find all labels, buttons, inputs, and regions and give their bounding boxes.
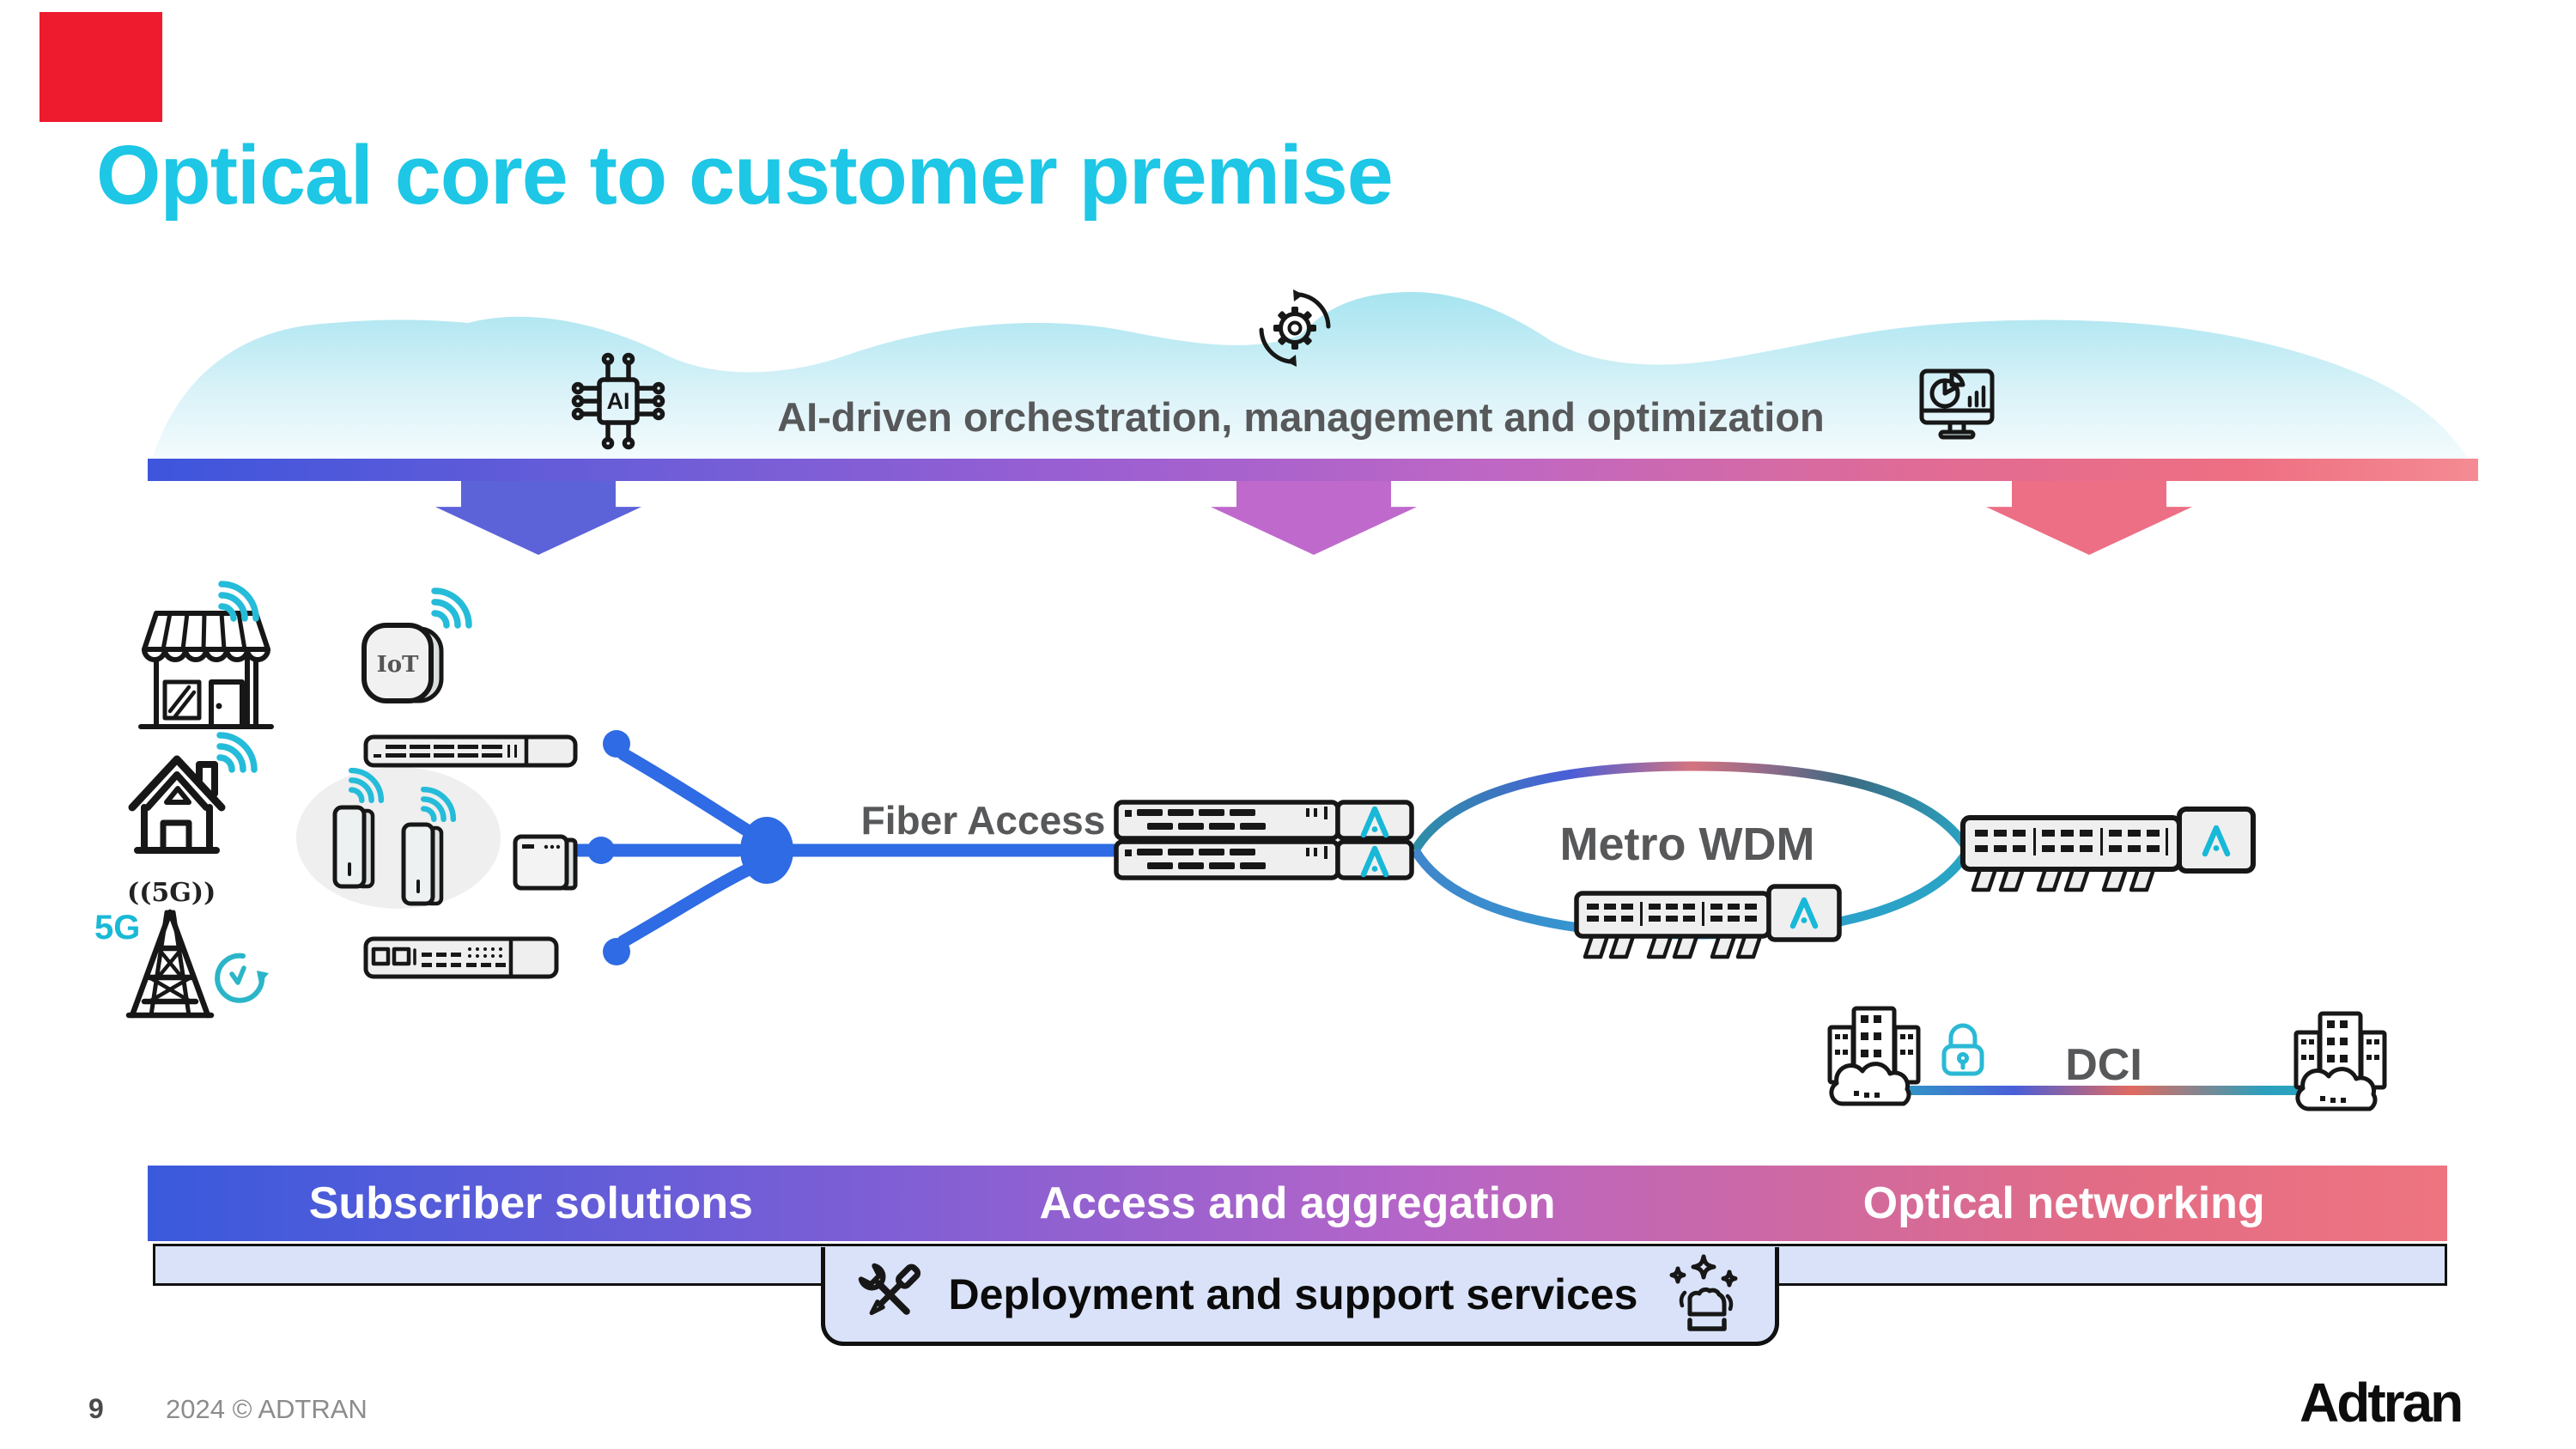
- metro-wdm-label: Metro WDM: [1559, 819, 1815, 870]
- ai-chip-icon: AI: [571, 352, 665, 450]
- page-title: Optical core to customer premise: [96, 128, 1394, 222]
- copyright: 2024 © ADTRAN: [166, 1394, 368, 1424]
- data-center-icon: [2293, 1011, 2387, 1111]
- uptime-clock-icon: [215, 953, 269, 1003]
- lock-icon: [1941, 1023, 1984, 1076]
- five-g-antenna-label: ((5G)): [127, 878, 216, 908]
- wifi-icon: [347, 764, 392, 806]
- down-arrow-middle: [1211, 481, 1417, 555]
- monitor-analytics-icon: [1919, 368, 1995, 440]
- gear-sync-icon: [1259, 289, 1331, 367]
- cloud-shape: [146, 292, 2482, 488]
- mesh-unit-icon: [401, 822, 444, 906]
- adtran-logo: Adtran: [2300, 1372, 2464, 1434]
- wifi-icon: [429, 584, 481, 631]
- tools-icon: [859, 1263, 921, 1316]
- cell-tower-icon: [125, 909, 215, 1019]
- red-marker: [39, 12, 162, 122]
- five-g-label: 5G: [94, 909, 141, 947]
- wifi-icon: [216, 577, 268, 624]
- band-label: Access and aggregation: [1039, 1178, 1556, 1228]
- wifi-icon: [215, 728, 266, 776]
- fiber-splitter: [572, 730, 1133, 965]
- services-label: Deployment and support services: [948, 1270, 1638, 1318]
- band-access-aggregation: Access and aggregation: [914, 1166, 1681, 1241]
- dci-label: DCI: [2065, 1040, 2142, 1090]
- iot-label: IoT: [377, 652, 420, 678]
- band-subscriber-solutions: Subscriber solutions: [148, 1166, 914, 1241]
- band-label: Optical networking: [1862, 1178, 2265, 1228]
- store-icon: [138, 611, 274, 729]
- services-tab: Deployment and support services: [821, 1247, 1779, 1346]
- band-label: Subscriber solutions: [308, 1178, 753, 1228]
- down-arrow-right: [1986, 481, 2192, 555]
- cpe-box-icon: [513, 834, 578, 891]
- fiber-access-label: Fiber Access: [860, 798, 1106, 843]
- dci-link: [1872, 1086, 2318, 1095]
- mesh-unit-icon: [332, 805, 375, 889]
- wifi-icon: [419, 783, 464, 825]
- cloud-caption: AI-driven orchestration, management and …: [777, 394, 1825, 440]
- metro-wdm-device-icon: [1574, 884, 1842, 962]
- iot-device-icon: IoT: [361, 623, 444, 703]
- optical-device-icon: [1960, 807, 2256, 893]
- wifi-mesh-oval: [296, 767, 501, 909]
- house-icon: [128, 755, 226, 854]
- solution-bands: Subscriber solutions Access and aggregat…: [148, 1166, 2447, 1241]
- page-number: 9: [88, 1393, 104, 1424]
- ont-device-icon: [363, 734, 578, 768]
- aggregation-device-icon: [363, 936, 559, 979]
- band-optical-networking: Optical networking: [1680, 1166, 2447, 1241]
- celebration-hand-icon: [1669, 1254, 1737, 1331]
- down-arrow-left: [435, 481, 641, 555]
- data-center-icon: [1827, 1006, 1921, 1106]
- orchestration-bar: [148, 459, 2478, 481]
- olt-stack-icon: [1114, 800, 1414, 880]
- ai-chip-label: AI: [607, 388, 630, 414]
